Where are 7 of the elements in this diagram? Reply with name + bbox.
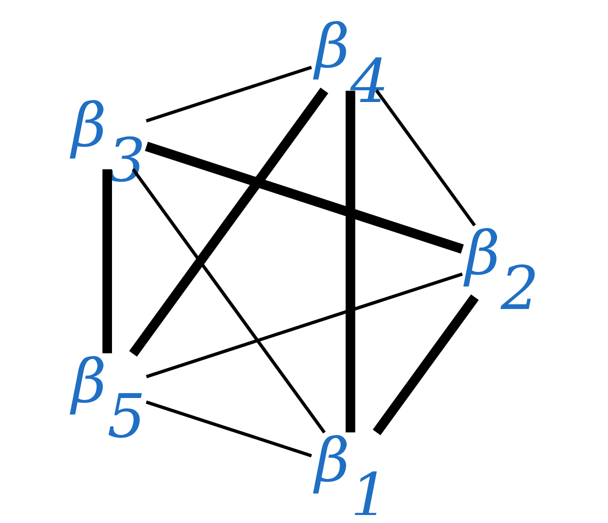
connector [146,66,312,122]
connector [375,89,476,226]
connector [102,169,112,354]
connector [132,168,326,434]
connector [146,272,463,378]
connector [372,294,479,436]
connector [146,400,312,458]
